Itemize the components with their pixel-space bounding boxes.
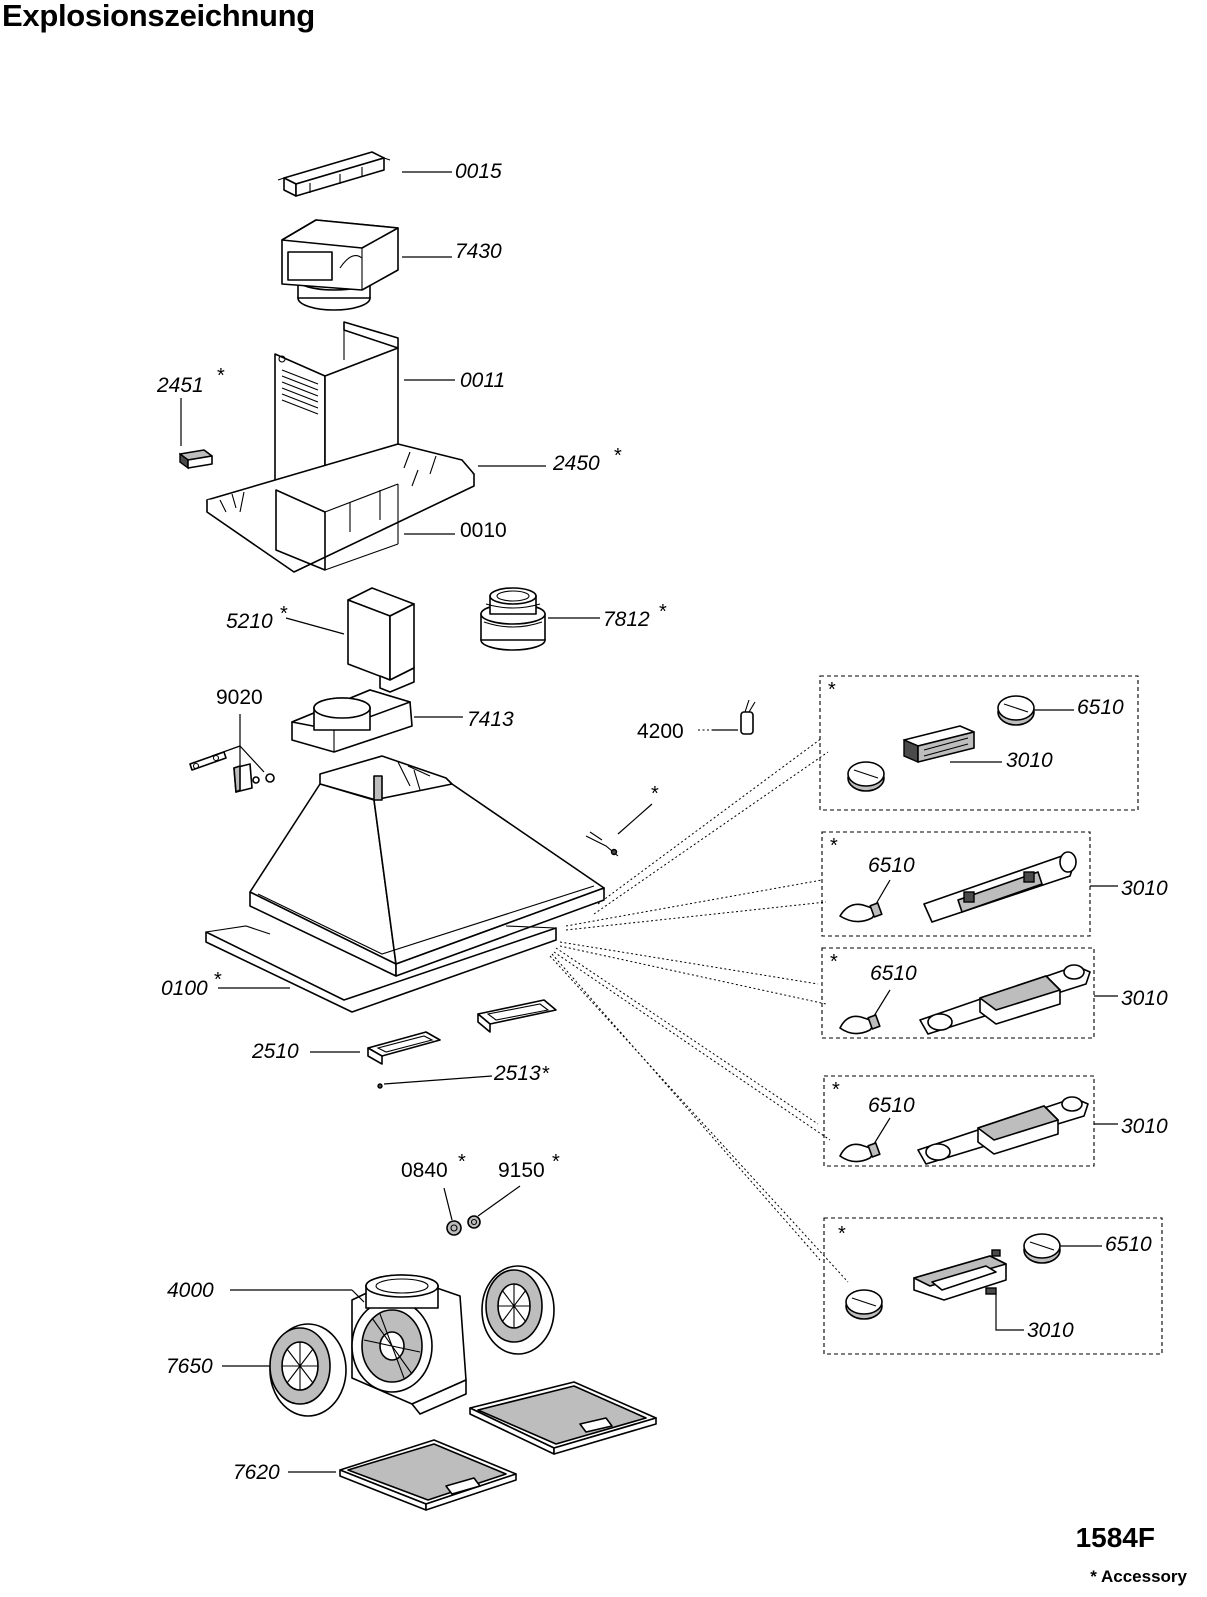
part-7812-collar — [480, 587, 546, 651]
label-6510: 6510 — [868, 854, 915, 877]
svg-text:*: * — [651, 783, 659, 805]
label-6510: 6510 — [1077, 696, 1124, 719]
part-2510-light-cover — [367, 1031, 441, 1065]
part-7650-filter-left — [269, 1323, 347, 1417]
part-wire-clip — [585, 831, 619, 857]
accessory-legend: * Accessory — [1090, 1567, 1187, 1586]
bulb-icon — [839, 1014, 881, 1035]
label-2450: 2450 — [552, 452, 600, 475]
label-7650: 7650 — [166, 1355, 213, 1378]
svg-text:*: * — [217, 365, 225, 387]
part-0015-bracket — [277, 151, 391, 197]
label-3010: 3010 — [1121, 1115, 1168, 1138]
part-4200-capacitor — [740, 699, 756, 735]
label-3010: 3010 — [1006, 749, 1053, 772]
part-7620-grease-filter-right — [469, 1381, 657, 1455]
variant-box-4: * 6510 3010 — [823, 1075, 1168, 1167]
model-code: 1584F — [1075, 1522, 1155, 1553]
variant-box-1: * 6510 3010 — [819, 675, 1139, 811]
page-title: Explosionszeichnung — [2, 0, 315, 33]
label-6510: 6510 — [868, 1094, 915, 1117]
part-0010-lower-chimney — [275, 483, 399, 571]
svg-text:*: * — [614, 445, 622, 467]
part-4000-motor — [351, 1274, 467, 1415]
part-0100-gasket — [205, 925, 557, 1013]
variant-leader-lines — [549, 737, 849, 1283]
label-7620: 7620 — [233, 1461, 280, 1484]
lamp-holder — [919, 964, 1091, 1035]
part-9020-fixings — [189, 751, 275, 793]
part-7650-filter-right — [481, 1265, 555, 1355]
part-7413-plate — [291, 689, 413, 753]
label-0100: 0100 — [161, 977, 208, 1000]
label-9150: 9150 — [498, 1159, 545, 1182]
label-6510: 6510 — [870, 962, 917, 985]
part-2513-screw — [377, 1083, 383, 1089]
part-7430-adapter — [281, 219, 399, 311]
label-2451: 2451 — [156, 374, 204, 397]
variant-box-2: * 6510 3010 — [821, 831, 1168, 937]
switch-module — [903, 725, 975, 764]
svg-text:*: * — [828, 679, 836, 701]
switch-module — [913, 1249, 1007, 1301]
label-0011: 0011 — [460, 369, 505, 392]
part-2510-light-cover-2 — [477, 999, 557, 1033]
knob-icon — [845, 1289, 883, 1320]
label-7812: 7812 — [603, 608, 650, 631]
part-2450-glass — [206, 443, 475, 573]
svg-text:*: * — [214, 969, 222, 991]
label-3010: 3010 — [1027, 1319, 1074, 1342]
label-5210: 5210 — [226, 610, 273, 633]
label-7413: 7413 — [467, 708, 514, 731]
svg-text:*: * — [458, 1151, 466, 1173]
label-4000: 4000 — [167, 1279, 214, 1302]
svg-text:*: * — [830, 951, 838, 973]
label-0010: 0010 — [460, 519, 507, 542]
label-7430: 7430 — [455, 240, 502, 263]
label-9020: 9020 — [216, 686, 263, 709]
part-7620-grease-filter-left — [339, 1439, 517, 1511]
label-2510: 2510 — [251, 1040, 299, 1063]
part-9150-nut — [467, 1215, 481, 1229]
label-2513: 2513 — [493, 1062, 541, 1085]
knob-icon — [847, 761, 885, 792]
svg-text:*: * — [280, 603, 288, 625]
svg-text:*: * — [659, 601, 667, 623]
bulb-icon — [839, 1142, 881, 1163]
label-3010: 3010 — [1121, 877, 1168, 900]
lamp-holder — [917, 1096, 1089, 1165]
label-6510: 6510 — [1105, 1233, 1152, 1256]
variant-box-3: * 6510 3010 — [821, 947, 1168, 1039]
label-0015: 0015 — [455, 160, 502, 183]
lamp-holder — [923, 851, 1077, 923]
knob-icon — [997, 695, 1035, 726]
svg-text:*: * — [832, 1079, 840, 1101]
svg-text:*: * — [552, 1151, 560, 1173]
bulb-icon — [839, 902, 883, 923]
label-4200: 4200 — [637, 720, 684, 743]
part-2451-clip — [179, 449, 213, 470]
hood-body — [249, 755, 605, 977]
part-0840-knob — [446, 1220, 462, 1236]
label-3010: 3010 — [1121, 987, 1168, 1010]
variant-box-5: * 6510 3010 — [823, 1217, 1163, 1355]
svg-text:*: * — [830, 835, 838, 857]
svg-text:*: * — [838, 1223, 846, 1245]
label-0840: 0840 — [401, 1159, 448, 1182]
svg-text:*: * — [542, 1063, 550, 1085]
part-5210-box — [347, 587, 415, 693]
knob-icon — [1023, 1233, 1061, 1264]
